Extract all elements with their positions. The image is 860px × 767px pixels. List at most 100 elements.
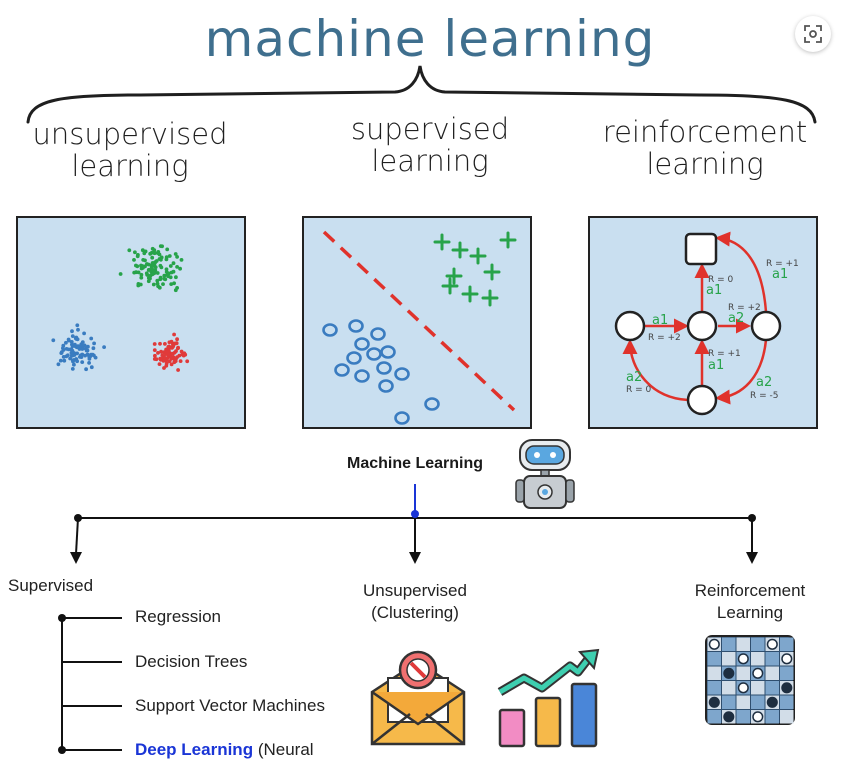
class-ring-marker (394, 367, 410, 381)
cluster-dot (145, 262, 149, 266)
cluster-dot (149, 250, 154, 255)
cluster-dot (118, 272, 123, 276)
cluster-dot (153, 353, 157, 358)
cluster-dot (67, 338, 71, 343)
board-cell (765, 666, 779, 680)
cluster-dot (171, 351, 175, 356)
category-supervised: supervised learning (320, 113, 540, 177)
expand-icon (804, 25, 822, 43)
board-cell (722, 652, 736, 666)
cluster-dot (167, 359, 172, 364)
cluster-dot (162, 350, 167, 355)
board-cell (736, 637, 750, 651)
cluster-dot (152, 271, 157, 275)
cluster-dot (166, 274, 171, 279)
cluster-dot (80, 340, 85, 344)
cluster-dot (156, 351, 160, 355)
branch-unsupervised-line2: (Clustering) (371, 603, 459, 622)
cluster-scatter (51, 244, 190, 372)
board-piece (737, 682, 749, 694)
cluster-dot (89, 336, 94, 341)
state-node (686, 310, 718, 342)
cluster-dot (176, 345, 181, 350)
cluster-dot (155, 281, 160, 286)
expand-button[interactable] (795, 16, 831, 52)
cluster-dot (171, 343, 176, 348)
cluster-dot (74, 337, 79, 341)
cluster-dot (155, 278, 160, 283)
cluster-dot (78, 355, 82, 359)
cluster-dot (76, 327, 80, 332)
board-piece (737, 653, 749, 665)
cluster-dot (171, 355, 176, 360)
cluster-dot (166, 345, 171, 349)
cluster-dot (82, 343, 87, 348)
cluster-dot (164, 270, 169, 274)
class-ring-marker (346, 351, 362, 365)
class-ring-marker (424, 397, 440, 411)
cluster-dot (84, 367, 88, 372)
cluster-dot (179, 258, 184, 262)
board-cell (707, 681, 721, 695)
action-label: a1 (706, 283, 722, 298)
rl-edge (715, 339, 768, 405)
cluster-dot (64, 340, 68, 345)
class-ring-marker (366, 347, 382, 361)
board-cell (751, 681, 765, 695)
category-unsupervised-line2: learning (71, 149, 189, 183)
deep-learning-rest: (Neural (253, 740, 314, 759)
cluster-dot (77, 347, 82, 351)
reward-label: R = +2 (648, 333, 681, 343)
cluster-dot (72, 358, 76, 362)
class-ring-marker (380, 345, 396, 359)
class-ring-marker (348, 319, 364, 333)
supervised-scatter (322, 230, 517, 425)
category-supervised-line2: learning (371, 144, 489, 178)
cluster-dot (167, 340, 172, 345)
cluster-dot (59, 351, 64, 355)
cluster-dot (141, 258, 146, 262)
cluster-dot (87, 361, 91, 365)
cluster-dot (161, 354, 166, 358)
class-plus-marker (445, 267, 463, 285)
reward-label: R = +1 (708, 349, 741, 359)
cluster-dot (171, 261, 176, 266)
board-piece (723, 667, 735, 679)
class-plus-marker (483, 263, 501, 281)
cluster-dot (91, 346, 96, 351)
cluster-dot (76, 344, 80, 348)
action-label: a1 (708, 358, 724, 373)
mail-blocked-icon (370, 650, 466, 746)
board-cell (722, 637, 736, 651)
cluster-dot (172, 332, 177, 337)
board-cell (780, 695, 794, 709)
board-piece (708, 696, 720, 708)
class-plus-marker (499, 231, 517, 249)
panel-unsupervised (16, 216, 246, 429)
board-cell (751, 652, 765, 666)
cluster-dot (165, 247, 170, 252)
cluster-dot (154, 259, 159, 263)
cluster-dot (62, 358, 67, 363)
cluster-dot (61, 348, 66, 352)
sub-item-svm: Support Vector Machines (135, 696, 325, 715)
class-ring-marker (354, 369, 370, 383)
cluster-dot (168, 264, 173, 268)
branch-reinforcement-line1: Reinforcement (694, 581, 806, 600)
board-cell (707, 652, 721, 666)
cluster-dot (89, 365, 94, 370)
cluster-dot (179, 349, 184, 354)
class-ring-marker (378, 379, 394, 393)
cluster-dot (159, 349, 164, 354)
class-ring-marker (322, 323, 338, 337)
cluster-dot (132, 258, 136, 262)
cluster-dot (152, 342, 157, 346)
cluster-dot (140, 264, 145, 268)
board-piece (752, 667, 764, 679)
cluster-dot (178, 359, 183, 363)
panel-reinforcement: R = +1 R = 0 R = +2 R = +2 R = +1 R = 0 … (588, 216, 818, 429)
cluster-dot (157, 362, 162, 366)
cluster-dot (158, 275, 163, 280)
board-cell (751, 637, 765, 651)
reward-label: R = 0 (708, 275, 734, 285)
